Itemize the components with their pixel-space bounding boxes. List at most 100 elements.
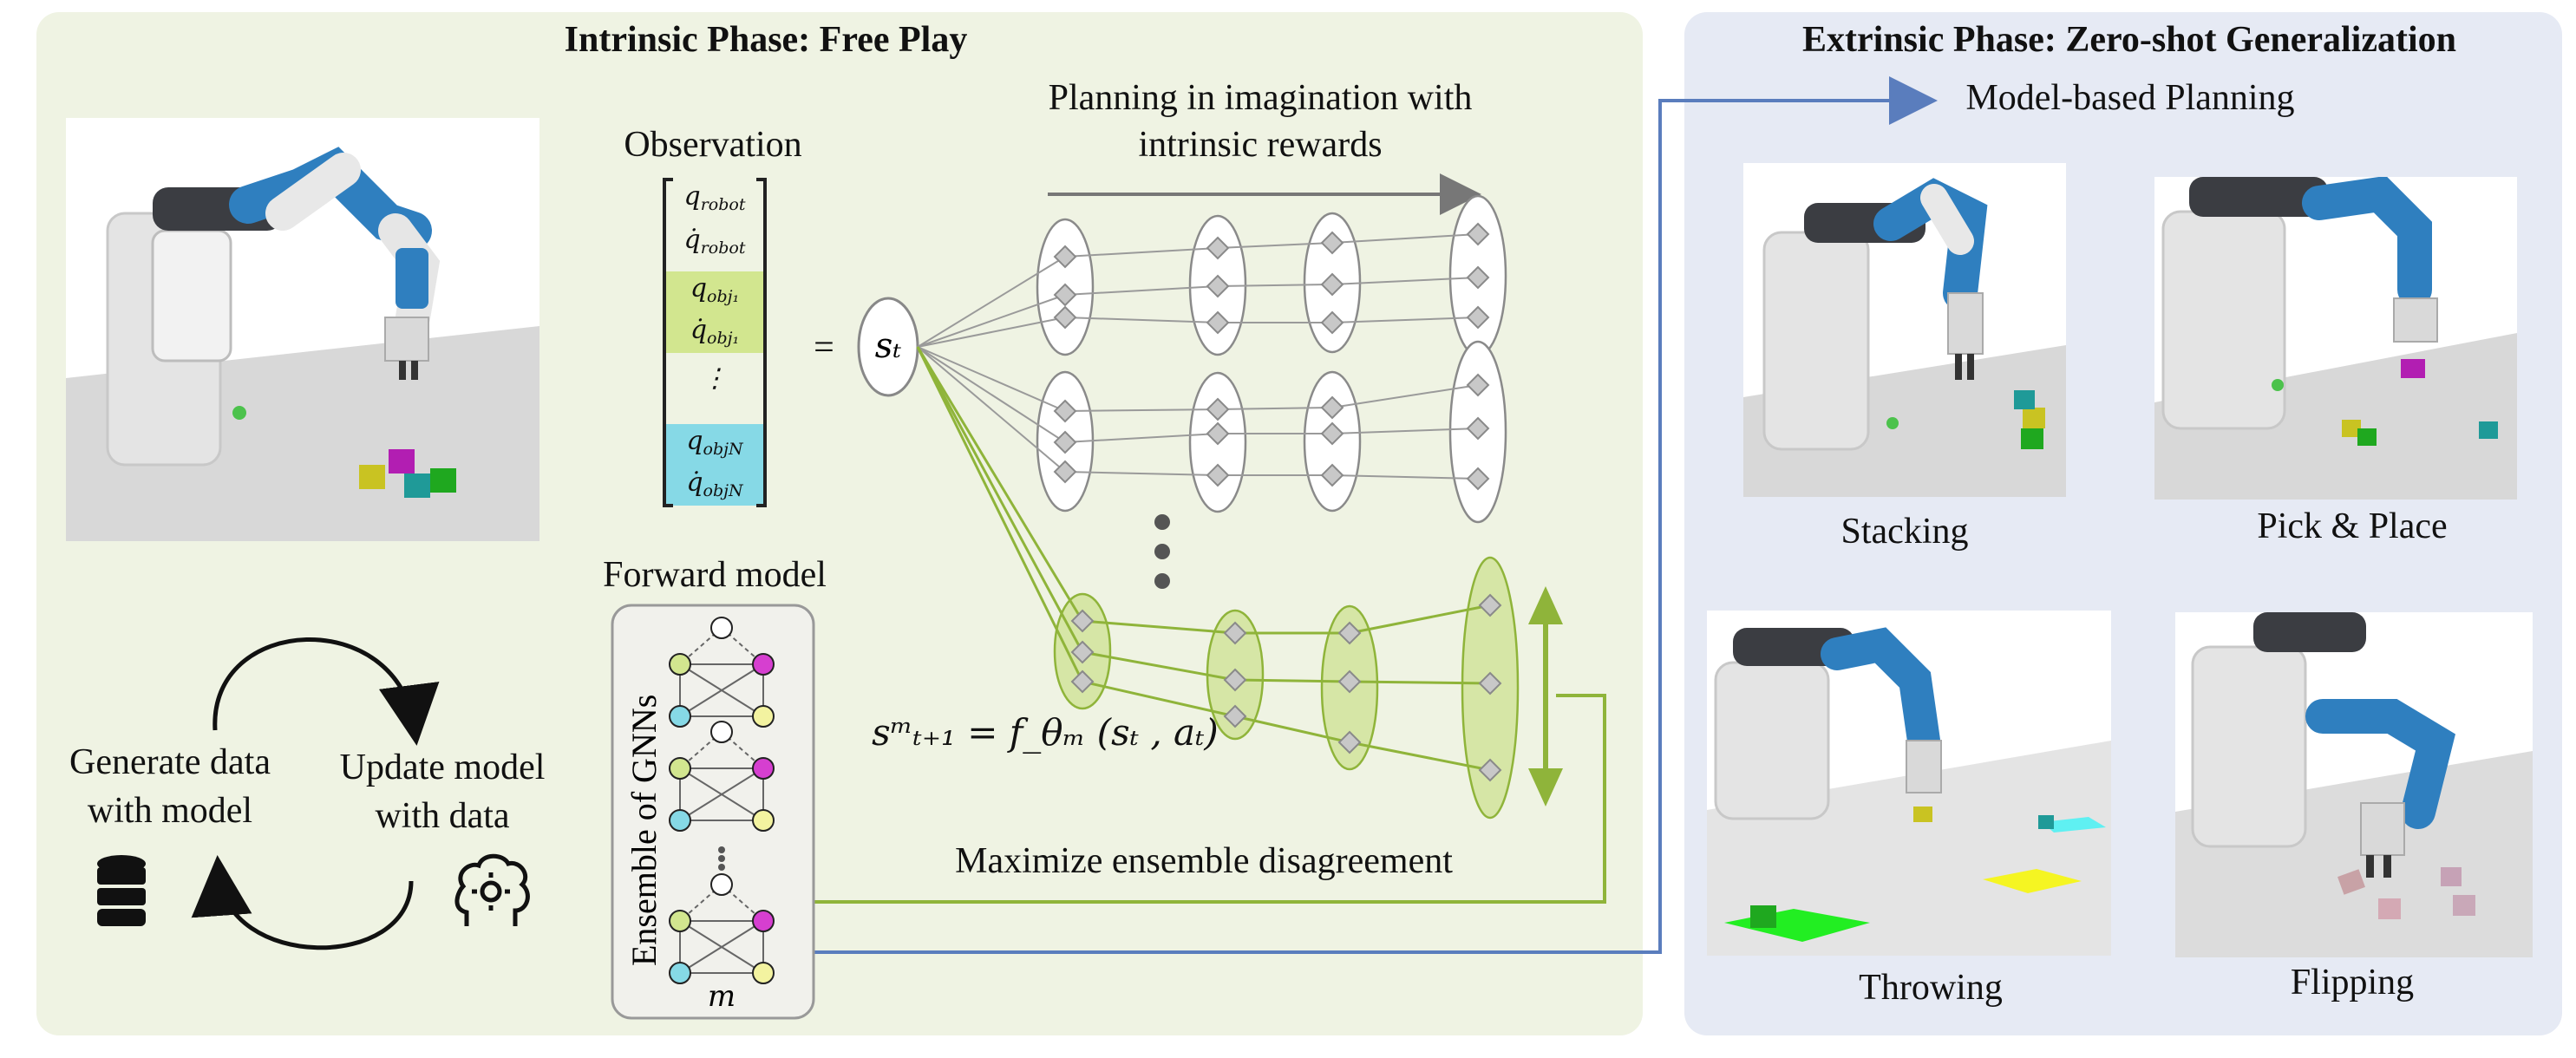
state-diamond — [1206, 236, 1230, 260]
gnn-node — [669, 705, 691, 728]
gnn-node — [669, 757, 691, 780]
state-node-label: sₜ — [875, 326, 902, 366]
observation-vector: qrobot q̇robot qobj₁ q̇obj₁ ⋮ qobjN q̇ob… — [664, 178, 765, 507]
rollout-edge — [1064, 471, 1219, 476]
state-diamond — [1053, 305, 1077, 330]
rollout-edge — [1331, 474, 1479, 480]
rollout-edge — [917, 346, 1066, 412]
rollout-edge — [917, 294, 1066, 348]
green-rollout-edge — [1349, 604, 1491, 635]
state-diamond — [1466, 305, 1490, 330]
gnn-node — [669, 653, 691, 676]
state-diamond — [1320, 231, 1344, 255]
state-diamond — [1053, 430, 1077, 454]
gnn-node — [752, 653, 775, 676]
equals-sign: = — [814, 328, 834, 368]
state-diamond — [1223, 704, 1247, 728]
gnn-node — [710, 617, 733, 639]
feedback-line — [814, 694, 1606, 904]
rollout-edge — [1064, 317, 1219, 323]
rollout-edge — [1331, 277, 1479, 285]
state-diamond — [1466, 265, 1490, 290]
rollout-edge — [1217, 407, 1333, 410]
state-diamond — [1070, 669, 1095, 694]
state-diamond — [1466, 373, 1490, 397]
state-diamond — [1053, 460, 1077, 484]
gnn-node — [669, 910, 691, 932]
task-label-stacking: Stacking — [1840, 512, 1969, 552]
model-based-planning-label: Model-based Planning — [1965, 78, 2295, 118]
generate-data-label-line2: with model — [87, 791, 253, 831]
rollout-edge — [1331, 384, 1479, 408]
green-rollout-edge — [1082, 680, 1236, 718]
rollout-edge — [917, 256, 1066, 348]
q-robot-entry: qrobot — [683, 181, 746, 214]
disagreement-arrow-down — [1528, 768, 1563, 807]
state-diamond — [1478, 593, 1502, 617]
green-rollout-edge — [1349, 680, 1491, 685]
gnn-edge — [679, 767, 764, 821]
gnn-node — [752, 910, 775, 932]
throwing-scene — [1707, 611, 2111, 956]
planning-label-line1: Planning in imagination with — [1048, 78, 1473, 118]
flipping-scene — [2175, 612, 2533, 957]
qdot-obj1-entry: q̇obj₁ — [690, 315, 740, 348]
task-label-throwing: Throwing — [1859, 968, 2003, 1008]
object-n-highlight — [664, 424, 765, 506]
state-diamond — [1223, 668, 1247, 692]
rollout-edge — [1217, 242, 1333, 249]
state-diamond — [1320, 463, 1344, 487]
transition-equation: sᵐₜ₊₁ = f_θₘ (sₜ , aₜ) — [872, 711, 1219, 754]
state-diamond — [1478, 758, 1502, 782]
update-model-label-line1: Update model — [339, 748, 546, 787]
state-diamond — [1320, 310, 1344, 335]
state-diamond — [1053, 245, 1077, 269]
state-diamond — [1206, 310, 1230, 335]
gnn-edge — [679, 663, 764, 717]
green-rollout-edge — [1234, 715, 1350, 744]
green-rollout-edge — [1349, 741, 1491, 772]
loop-arrow-bottom — [191, 855, 414, 950]
green-rollout-edge — [916, 346, 1084, 622]
state-diamond — [1070, 609, 1095, 633]
qdot-robot-entry: q̇robot — [683, 225, 746, 258]
database-icon — [97, 855, 146, 926]
state-diamond — [1206, 397, 1230, 421]
green-rollout-edge — [1082, 619, 1236, 635]
planning-label-line2: intrinsic rewards — [1138, 125, 1383, 165]
rollout-edge — [1331, 233, 1479, 244]
rollout-edge — [1064, 433, 1219, 443]
intrinsic-phase-title: Intrinsic Phase: Free Play — [564, 20, 968, 60]
rollout-edge — [1331, 428, 1479, 434]
qdot-objn-entry: q̇objN — [686, 467, 743, 500]
gnn-node — [669, 962, 691, 984]
state-diamond — [1206, 421, 1230, 446]
extrinsic-phase-title: Extrinsic Phase: Zero-shot Generalizatio… — [1802, 20, 2456, 60]
disagreement-arrow-up — [1528, 586, 1563, 624]
state-diamond — [1206, 463, 1230, 487]
green-rollout-edge — [916, 346, 1084, 653]
update-model-label-line2: with data — [375, 796, 510, 836]
state-diamond — [1337, 669, 1362, 694]
gnn-node — [752, 962, 775, 984]
gnn-node — [710, 721, 733, 743]
gnn-edge — [679, 920, 764, 974]
generate-data-label-line1: Generate data — [69, 742, 271, 782]
rollout-edge — [1217, 284, 1333, 287]
rollout-edge — [1064, 408, 1219, 412]
state-diamond — [1466, 222, 1490, 246]
vector-brackets — [663, 178, 767, 507]
gnn-node — [752, 705, 775, 728]
rollout-edge — [917, 346, 1066, 443]
rollout-edge — [1064, 285, 1219, 296]
task-label-pick-and-place: Pick & Place — [2257, 506, 2448, 546]
pick-and-place-scene — [2154, 177, 2517, 500]
rollout-edge — [917, 346, 1066, 473]
state-diamond — [1478, 671, 1502, 696]
gray-planning-trees — [917, 194, 1507, 524]
rollout-edge — [1064, 247, 1219, 258]
gnn-node — [752, 757, 775, 780]
gnn-ensemble-graphs — [669, 617, 775, 984]
green-rollout-edge — [1082, 650, 1236, 682]
